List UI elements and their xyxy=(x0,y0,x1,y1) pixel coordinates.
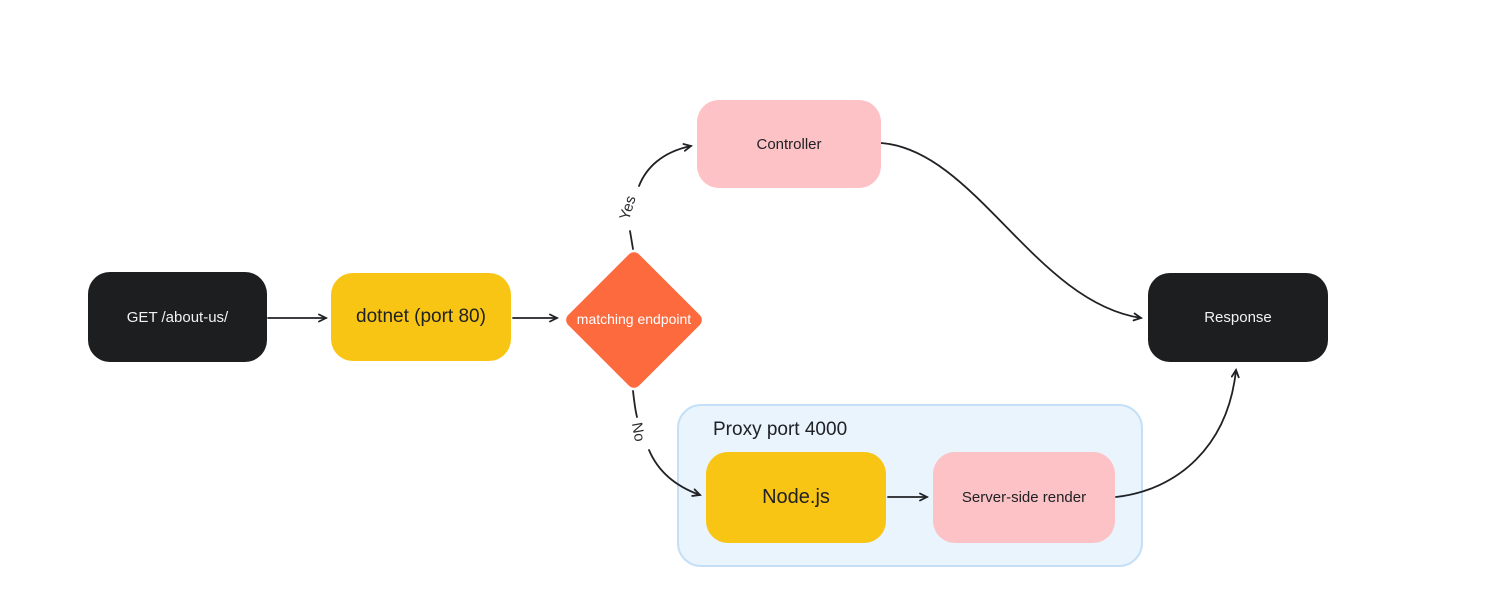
node-server-side-render-label: Server-side render xyxy=(961,489,1087,506)
edge-ssr-to-response xyxy=(1115,370,1236,498)
edge-controller-to-response xyxy=(880,142,1141,318)
node-nodejs-label: Node.js xyxy=(762,486,830,508)
edge-label-no: No xyxy=(627,421,649,443)
node-server-side-render: Server-side render xyxy=(933,452,1115,543)
edge-decision-to-nodejs-seg1 xyxy=(632,390,638,418)
decision-node-matching-endpoint: matching endpoint xyxy=(563,249,705,391)
node-response: Response xyxy=(1148,273,1328,362)
node-dotnet-port-80-label: dotnet (port 80) xyxy=(356,306,486,327)
node-controller-label: Controller xyxy=(756,135,822,153)
edge-decision-to-controller-seg1 xyxy=(629,230,634,250)
node-get-about-us-label: GET /about-us/ xyxy=(126,308,229,326)
node-response-label: Response xyxy=(1204,309,1272,326)
decision-node-label: matching endpoint xyxy=(576,311,692,328)
node-nodejs: Node.js xyxy=(706,452,886,543)
node-get-about-us: GET /about-us/ xyxy=(88,272,267,362)
node-controller: Controller xyxy=(697,100,881,188)
proxy-container-title: Proxy port 4000 xyxy=(713,419,848,440)
node-dotnet-port-80: dotnet (port 80) xyxy=(331,273,511,361)
edge-decision-to-nodejs-seg2 xyxy=(648,449,700,495)
edge-decision-to-controller-seg2 xyxy=(638,146,691,187)
